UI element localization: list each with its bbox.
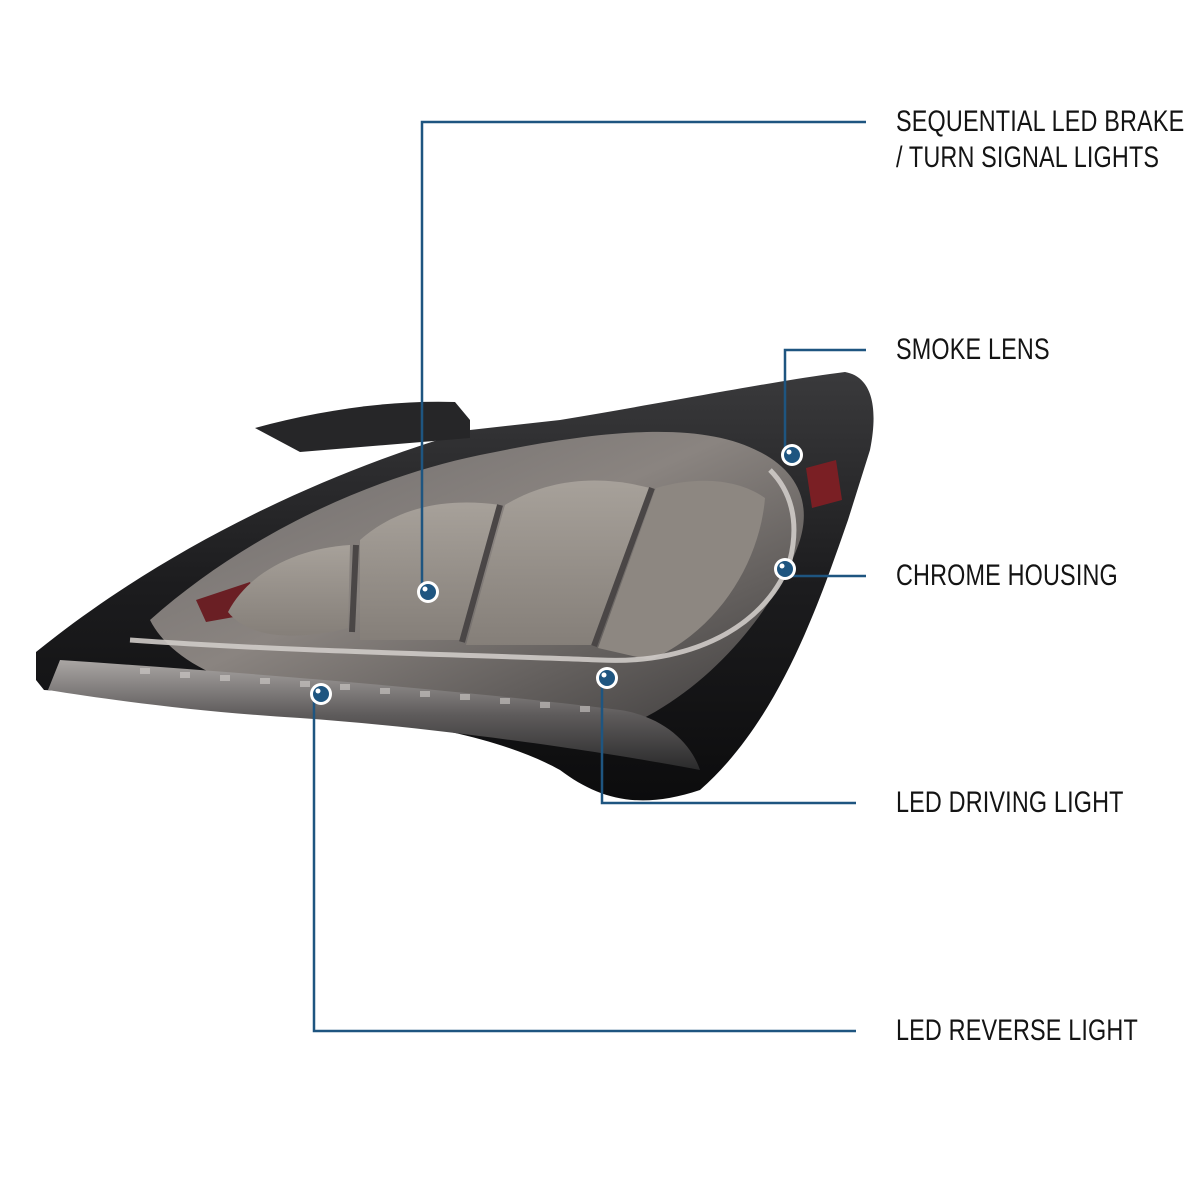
callout-text-line: SMOKE LENS: [896, 333, 1050, 366]
callout-marker-chrome-housing: [774, 558, 796, 580]
pod-separator-2: [459, 504, 503, 643]
callout-label-smoke-lens: SMOKE LENS: [896, 332, 1050, 368]
led-pod-4: [598, 480, 765, 660]
pod-separator-1: [349, 544, 359, 633]
callout-line-led-reverse-light: [312, 694, 856, 1033]
led-pod-3: [466, 480, 650, 645]
led-lower-strip: [48, 660, 700, 770]
callout-marker-smoke-lens: [781, 444, 803, 466]
pod-separator-3: [591, 486, 655, 648]
led-strip-dots: [140, 668, 590, 712]
callout-marker-sequential-led: [417, 581, 439, 603]
callout-line-smoke-lens: [783, 348, 866, 455]
callout-text-line: CHROME HOUSING: [896, 559, 1118, 592]
callout-label-led-reverse-light: LED REVERSE LIGHT: [896, 1013, 1138, 1049]
led-pod-2: [360, 502, 500, 640]
callout-text-line: SEQUENTIAL LED BRAKE: [896, 105, 1185, 138]
led-pod-1: [228, 545, 350, 636]
callout-label-sequential-led: SEQUENTIAL LED BRAKE / TURN SIGNAL LIGHT…: [896, 104, 1184, 176]
callout-text-line: LED REVERSE LIGHT: [896, 1014, 1138, 1047]
callout-marker-led-reverse-light: [310, 683, 332, 705]
red-reflector-right: [806, 460, 842, 508]
callout-label-led-driving-light: LED DRIVING LIGHT: [896, 785, 1124, 821]
callout-text-line: / TURN SIGNAL LIGHTS: [896, 141, 1160, 174]
callout-text-line: LED DRIVING LIGHT: [896, 786, 1124, 819]
tail-light-top-fin: [255, 401, 470, 452]
callout-label-chrome-housing: CHROME HOUSING: [896, 558, 1118, 594]
callout-marker-led-driving-light: [596, 667, 618, 689]
callout-line-led-driving-light: [600, 678, 856, 805]
led-light-guide: [129, 468, 797, 663]
